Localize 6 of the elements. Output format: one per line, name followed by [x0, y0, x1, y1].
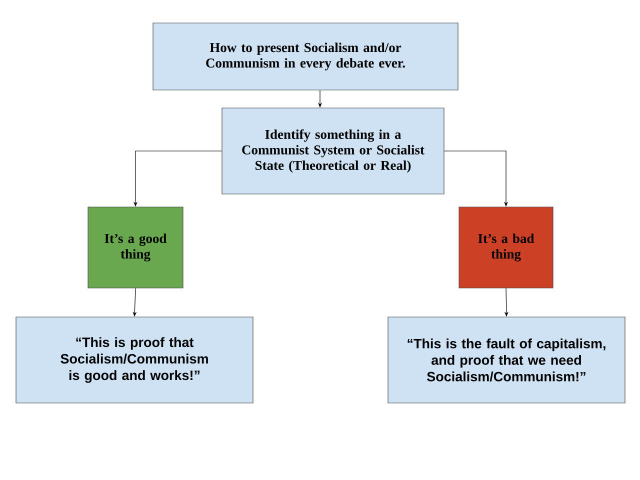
process-box: “This is proof that Socialism/Communism is good and works!”: [16, 316, 254, 404]
process-box: Identify something in a Communist System or Socialist State (Theoretical or Real): [222, 108, 444, 194]
process-box: It’s a good thing: [88, 206, 184, 288]
process-box: It’s a bad thing: [458, 206, 554, 288]
process-box: How to present Socialism and/or Communism in every debate ever.: [152, 22, 458, 90]
process-box: “This is the fault of capitalism, and proof that we need Socialism/Communism!”: [388, 316, 626, 404]
